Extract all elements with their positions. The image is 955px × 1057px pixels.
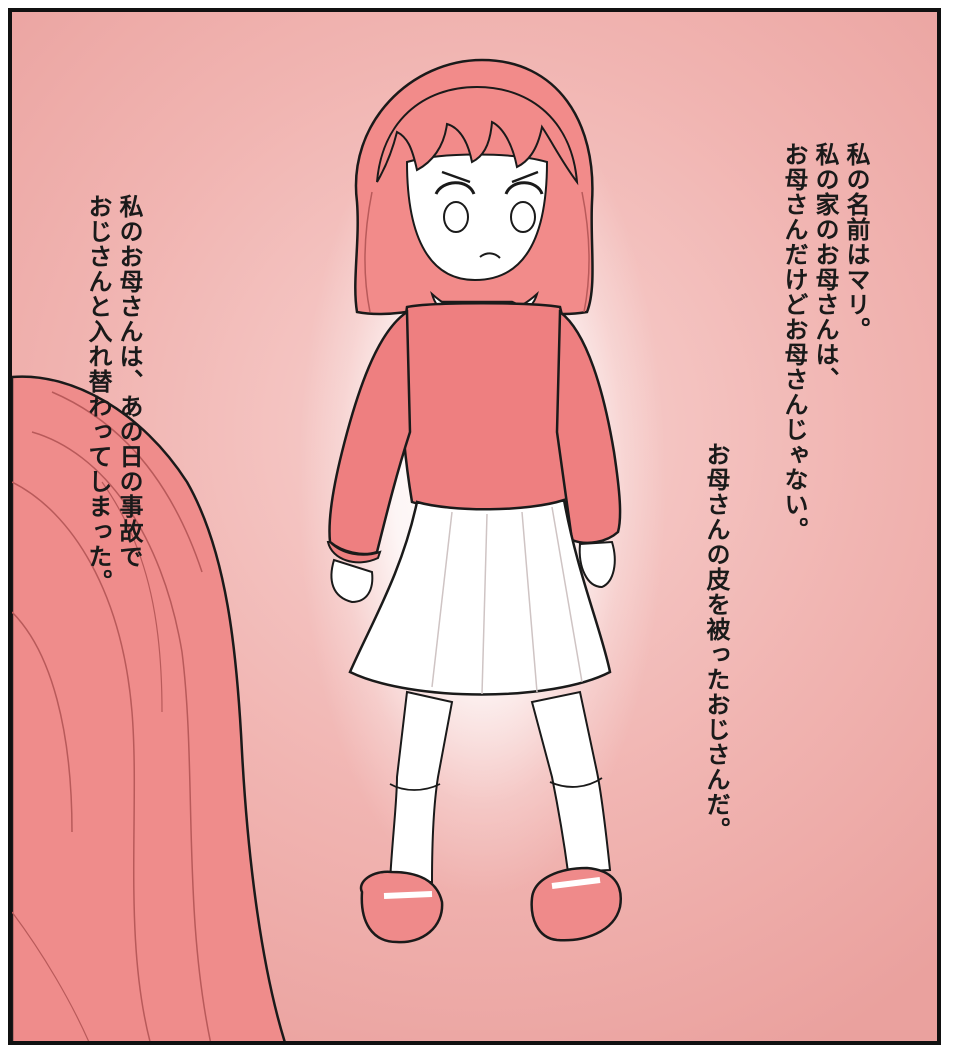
caption-line: おじさんと入れ替わってしまった。 xyxy=(84,194,112,594)
caption-line: お母さんの皮を被ったおじさんだ。 xyxy=(702,442,730,842)
girl-figure xyxy=(326,58,622,944)
caption-line: 私のお母さんは、あの日の事故で xyxy=(115,194,143,569)
caption-left: 私のお母さんは、あの日の事故で おじさんと入れ替わってしまった。 xyxy=(82,194,144,594)
eyes xyxy=(434,170,544,233)
foreground-hair xyxy=(12,375,286,1041)
panel-illustration xyxy=(12,58,622,1041)
caption-line: 私の名前はマリ。 xyxy=(842,142,870,342)
caption-right-bottom: お母さんの皮を被ったおじさんだ。 xyxy=(700,442,731,842)
caption-line: お母さんだけどお母さんじゃない。 xyxy=(780,142,808,542)
caption-right-top: 私の名前はマリ。 私の家のお母さんは、 お母さんだけどお母さんじゃない。 xyxy=(778,142,871,542)
caption-line: 私の家のお母さんは、 xyxy=(811,142,839,392)
manga-panel: 私の名前はマリ。 私の家のお母さんは、 お母さんだけどお母さんじゃない。 お母さ… xyxy=(8,8,941,1045)
